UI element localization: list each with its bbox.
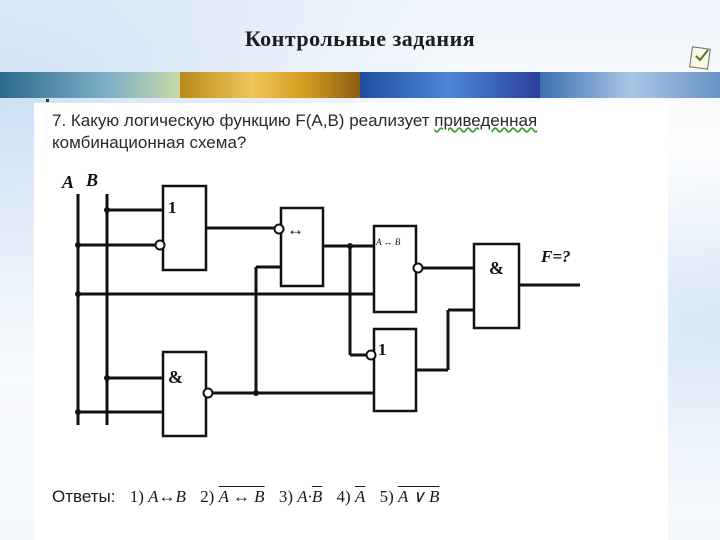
and-gate-out xyxy=(472,242,521,330)
equivalence-gate xyxy=(279,206,325,288)
inversion-bubble xyxy=(412,262,424,274)
and-gate-1 xyxy=(161,350,208,438)
gate-label-and-out: & xyxy=(489,258,504,278)
junction-dot xyxy=(104,207,110,213)
gate-label-or2: 1 xyxy=(378,340,387,359)
inversion-bubble xyxy=(154,239,166,251)
gate-label-or1: 1 xyxy=(168,198,177,217)
answers-line: Ответы: 1) A↔B 2) A ↔ B 3) A·B 4) A 5) A… xyxy=(52,487,439,507)
answers-label: Ответы: xyxy=(52,487,116,506)
inversion-bubble xyxy=(202,387,214,399)
question-text: 7. Какую логическую функцию F(A,B) реали… xyxy=(52,110,642,154)
mid-gate xyxy=(372,224,418,314)
inversion-bubble xyxy=(365,349,377,361)
answer-4-expression: A xyxy=(354,487,366,506)
banner-segment xyxy=(540,72,720,98)
question-part2: приведенная xyxy=(434,111,538,130)
inversion-bubble xyxy=(273,223,285,235)
banner-segment xyxy=(180,72,360,98)
bullet-mark xyxy=(46,99,49,102)
banner-segment xyxy=(0,72,180,98)
answer-3-expression-b: B xyxy=(311,487,323,506)
gate-label-and1: & xyxy=(168,367,183,387)
or-gate-1 xyxy=(161,184,208,272)
presentation-corner-icon xyxy=(689,46,711,70)
or-gate-2 xyxy=(372,327,418,413)
answer-5-number: 5) xyxy=(379,487,394,506)
junction-dot xyxy=(347,243,353,249)
question-line2: комбинационная схема? xyxy=(52,133,247,152)
answer-5-expression: A ∨ B xyxy=(398,487,440,506)
banner-segment xyxy=(360,72,540,98)
input-b-label: B xyxy=(85,170,98,190)
answer-1-number: 1) xyxy=(129,487,144,506)
input-a-label: A xyxy=(61,172,74,192)
junction-dot xyxy=(104,375,110,381)
slide-title: Контрольные задания xyxy=(244,26,476,51)
answer-1-expression: A↔B xyxy=(148,487,186,506)
junction-dot xyxy=(253,390,259,396)
output-label: F=? xyxy=(540,247,571,266)
answer-2-number: 2) xyxy=(200,487,215,506)
decorative-banner xyxy=(0,72,720,98)
junction-dot xyxy=(75,291,81,297)
gate-note-mid: A ↔ B xyxy=(375,237,401,247)
junction-dot xyxy=(75,242,81,248)
answer-3-expression-a: A· xyxy=(297,487,312,506)
answer-3-number: 3) xyxy=(278,487,293,506)
answer-2-expression: A ↔ B xyxy=(218,487,265,506)
gate-label-equiv: ↔ xyxy=(287,220,304,239)
junction-dot xyxy=(75,409,81,415)
question-part1: 7. Какую логическую функцию F(A,B) реали… xyxy=(52,111,435,130)
answer-4-number: 4) xyxy=(336,487,351,506)
